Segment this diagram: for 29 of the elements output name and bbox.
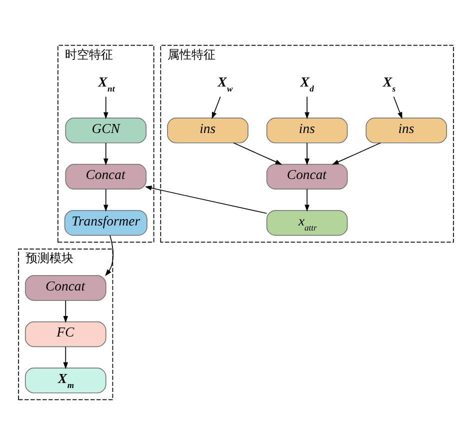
arrow — [103, 188, 108, 212]
arrow — [105, 234, 114, 276]
arrow — [233, 142, 282, 165]
node-box: x$_{attr}$ — [266, 210, 348, 236]
node-box: Concat — [65, 164, 147, 190]
arrow — [63, 346, 68, 370]
node-text: X$_{s}$ — [382, 74, 396, 94]
node-text: X$_{nt}$ — [98, 74, 115, 94]
node-box: Transformer — [64, 210, 148, 236]
node-box: X$_{m}$ — [24, 368, 106, 394]
node-box: FC — [24, 321, 106, 348]
node-box: GCN — [65, 118, 147, 144]
node-box: Concat — [24, 275, 106, 301]
arrow — [393, 96, 402, 120]
arrow — [332, 142, 381, 165]
node-box: ins — [167, 118, 248, 144]
node-box: ins — [266, 118, 348, 144]
arrow — [304, 142, 310, 166]
arrow — [103, 96, 108, 120]
arrow — [212, 96, 221, 120]
node-box: ins — [366, 118, 448, 144]
node-text: X$_{w}$ — [218, 74, 233, 94]
arrow — [63, 300, 68, 323]
arrow — [304, 188, 310, 212]
arrow — [304, 96, 310, 120]
node-text: X$_{d}$ — [300, 74, 314, 94]
node-box: Concat — [266, 164, 348, 190]
arrow — [103, 142, 108, 166]
arrow — [144, 186, 268, 214]
